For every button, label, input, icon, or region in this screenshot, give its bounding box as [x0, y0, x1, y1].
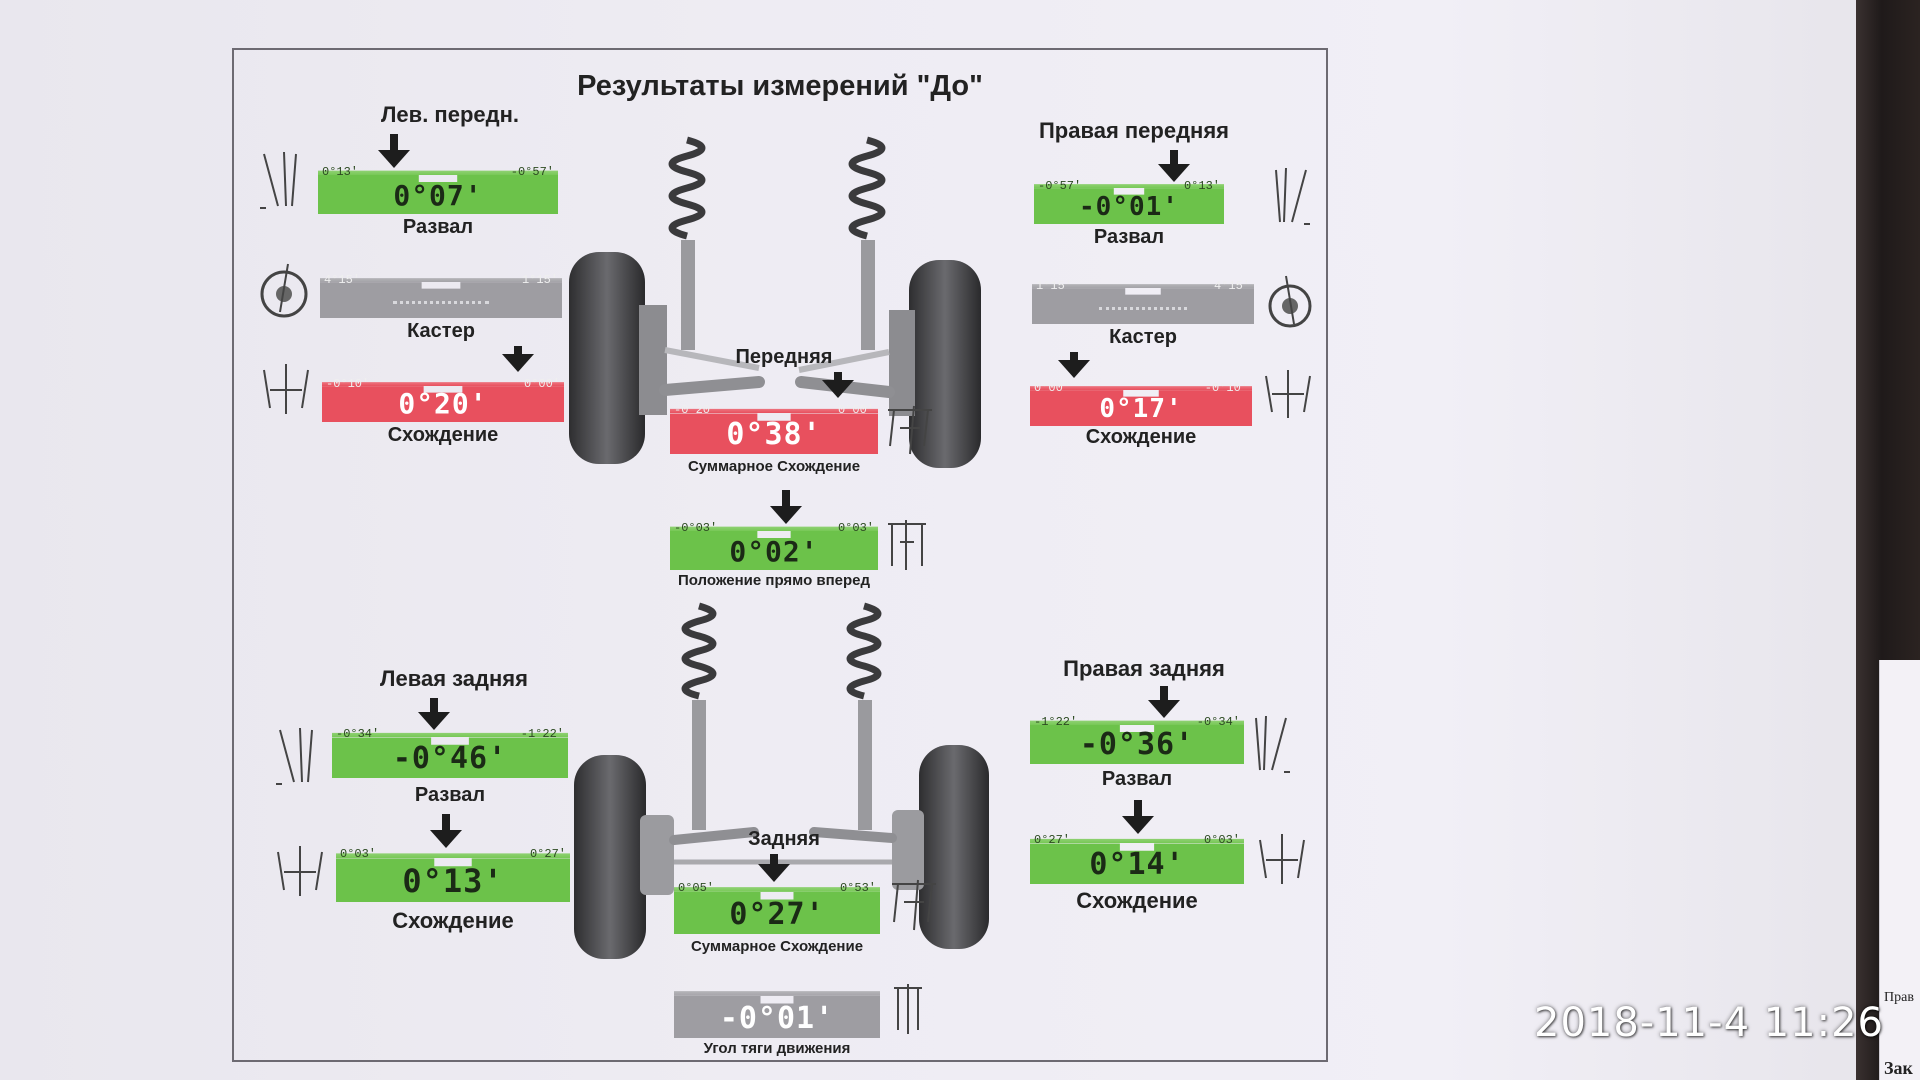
rear-suspension-illustration — [574, 602, 989, 959]
gauge-min: -1°22' — [1034, 715, 1078, 729]
gauge-min: -0°03' — [674, 521, 718, 535]
gauge-min: 0°27' — [1034, 833, 1071, 847]
gauge-max: 0°00' — [837, 403, 874, 417]
gauge-min: -0°20' — [674, 403, 718, 417]
gauge-min: -0°10' — [326, 377, 370, 391]
front-right-caster-label: Кастер — [1109, 326, 1177, 348]
rear-total-toe-label: Суммарное Схождение — [690, 938, 864, 955]
gauge-min: 0°00' — [1034, 381, 1071, 395]
rear-total-toe-gauge: 0°05' 0°53' 0°27' — [674, 880, 880, 934]
gauge-value: 0°20' — [398, 387, 488, 420]
gauge-max: 0°53' — [839, 881, 876, 895]
rear-right-toe-gauge: 0°27' 0°03' 0°14' — [1030, 832, 1244, 884]
page-title: Результаты измерений "До" — [577, 70, 983, 102]
camber-diagram-icon — [1275, 167, 1310, 225]
front-suspension-illustration — [569, 136, 981, 468]
measurement-sheet: Результаты измерений "До" — [232, 48, 1328, 1062]
gauge-value: 0°17' — [1099, 394, 1183, 424]
gauge-max: 0°27' — [529, 847, 566, 861]
front-right-toe-label: Схождение — [1085, 426, 1197, 448]
front-left-camber-gauge: 0°13' -0°57' 0°07' — [318, 164, 558, 214]
camber-diagram-icon — [1255, 715, 1290, 773]
front-total-toe-label: Суммарное Схождение — [687, 458, 861, 475]
front-right-caster-gauge: 1°15' 4°15' — [1032, 278, 1254, 324]
toe-diagram-icon — [1265, 370, 1311, 418]
gauge-max: 0°03' — [837, 521, 874, 535]
gauge-max: -1°22' — [520, 727, 564, 741]
front-left-label: Лев. передн. — [381, 102, 519, 127]
gauge-value: 0°38' — [726, 417, 822, 452]
front-right-camber-gauge: -0°57' 0°13' -0°01' — [1034, 178, 1224, 224]
gauge-min: -0°34' — [336, 727, 380, 741]
front-right-toe-gauge: 0°00' -0°10' 0°17' — [1030, 380, 1252, 426]
rear-left-camber-gauge: -0°34' -1°22' -0°46' — [332, 726, 568, 778]
front-right-camber-label: Развал — [1093, 226, 1165, 248]
gauge-max: -0°57' — [510, 165, 554, 179]
camber-diagram-icon — [260, 151, 297, 209]
gauge-min: 4°15' — [324, 273, 361, 287]
front-left-toe-gauge: -0°10' 0°00' 0°20' — [322, 376, 564, 422]
rear-right-label: Правая задняя — [1063, 656, 1225, 681]
gauge-value: -0°46' — [392, 741, 508, 776]
gauge-min: 0°05' — [678, 881, 715, 895]
thrust-angle-label: Угол тяги движения — [703, 1040, 851, 1057]
rear-right-camber-gauge: -1°22' -0°34' -0°36' — [1030, 714, 1244, 764]
edge-text-1: Прав — [1884, 990, 1914, 1005]
gauge-value: 0°13' — [402, 862, 504, 900]
gauge-value: 0°07' — [393, 179, 483, 212]
gauge-max: 0°03' — [1203, 833, 1240, 847]
gauge-min: -0°57' — [1038, 179, 1082, 193]
gauge-min: 0°03' — [340, 847, 377, 861]
total-toe-diagram-icon — [892, 879, 936, 931]
steering-diagram-icon — [888, 520, 926, 570]
gauge-min: 0°13' — [322, 165, 359, 179]
total-toe-diagram-icon — [888, 405, 932, 455]
thrust-diagram-icon — [894, 984, 922, 1034]
gauge-max: 0°00' — [523, 377, 560, 391]
gauge-value: -0°01' — [719, 1001, 835, 1036]
gauge-min: 1°15' — [1036, 279, 1073, 293]
gauge-max: -0°34' — [1196, 715, 1240, 729]
gauge-max: 4°15' — [1213, 279, 1250, 293]
toe-diagram-icon — [1259, 834, 1305, 884]
toe-diagram-icon — [277, 846, 323, 896]
front-left-toe-label: Схождение — [387, 424, 499, 446]
adjacent-paper: Прав Зак — [1879, 660, 1920, 1080]
rear-left-label: Левая задняя — [380, 666, 528, 691]
gauge-value: -0°36' — [1079, 727, 1195, 762]
gauge-value: 0°27' — [729, 897, 825, 932]
front-total-toe-gauge: -0°20' 0°00' 0°38' — [670, 402, 878, 454]
camber-diagram-icon — [276, 727, 313, 785]
caster-diagram-icon — [1268, 275, 1312, 328]
front-right-label: Правая передняя — [1038, 118, 1230, 143]
rear-right-camber-label: Развал — [1101, 768, 1173, 790]
straight-ahead-label: Положение прямо вперед — [677, 572, 871, 589]
front-left-caster-gauge: 4°15' 1°15' — [320, 272, 562, 318]
straight-ahead-gauge: -0°03' 0°03' 0°02' — [670, 520, 878, 570]
front-axle-label: Передняя — [735, 346, 833, 368]
edge-text-2: Зак — [1884, 1058, 1913, 1078]
toe-diagram-icon — [263, 364, 309, 414]
front-left-camber-label: Развал — [402, 216, 474, 238]
gauge-max: -0°10' — [1204, 381, 1248, 395]
gauge-value: 0°02' — [729, 535, 819, 568]
rear-left-toe-gauge: 0°03' 0°27' 0°13' — [336, 846, 570, 902]
front-left-caster-label: Кастер — [407, 320, 475, 342]
gauge-value: -0°01' — [1079, 192, 1179, 222]
rear-left-camber-label: Развал — [414, 784, 486, 806]
gauge-value: 0°14' — [1089, 847, 1185, 882]
timestamp: 2018-11-4 11:26 — [1534, 1000, 1884, 1046]
rear-right-toe-label: Схождение — [1076, 888, 1198, 913]
gauge-max: 0°13' — [1183, 179, 1220, 193]
rear-axle-label: Задняя — [748, 828, 820, 850]
thrust-angle-gauge: -0°01' — [674, 984, 880, 1038]
gauge-max: 1°15' — [521, 273, 558, 287]
caster-diagram-icon — [260, 263, 308, 318]
rear-left-toe-label: Схождение — [392, 908, 514, 933]
